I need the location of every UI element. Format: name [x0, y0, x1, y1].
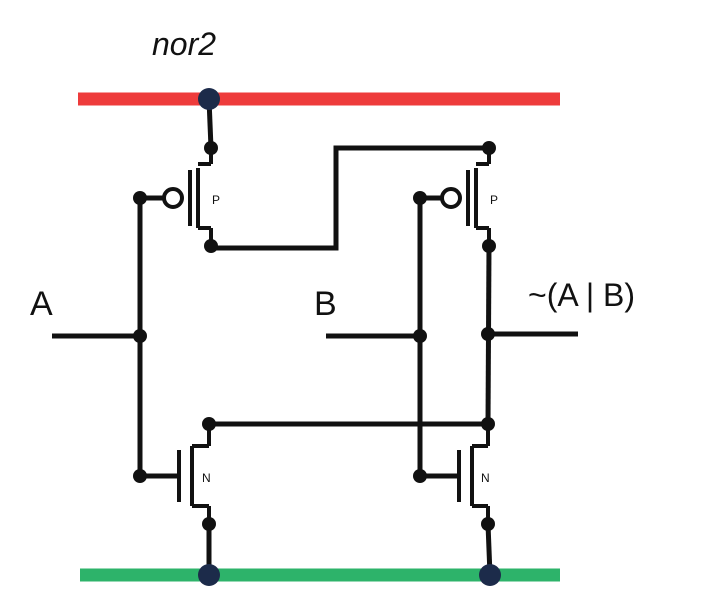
nmos-b-transistor: N	[420, 424, 493, 576]
nmos-a-label: N	[202, 471, 211, 485]
pmos-b-transistor: P	[420, 148, 498, 246]
output-label: ~(A | B)	[528, 277, 635, 313]
gnd-node-b	[479, 564, 501, 586]
pmos-a-transistor: P	[140, 98, 220, 246]
input-b-label: B	[314, 285, 337, 323]
pmos-series-wire	[211, 145, 489, 251]
junction-dots	[133, 141, 496, 531]
pmos-a-label: P	[212, 193, 220, 207]
gnd-node-a	[198, 564, 220, 586]
nmos-b-label: N	[481, 471, 490, 485]
pmos-b-label: P	[490, 193, 498, 207]
vdd-node	[198, 88, 220, 110]
input-a-label: A	[30, 285, 53, 323]
nmos-a-transistor: N	[140, 424, 212, 575]
diagram-title: nor2	[152, 26, 216, 62]
